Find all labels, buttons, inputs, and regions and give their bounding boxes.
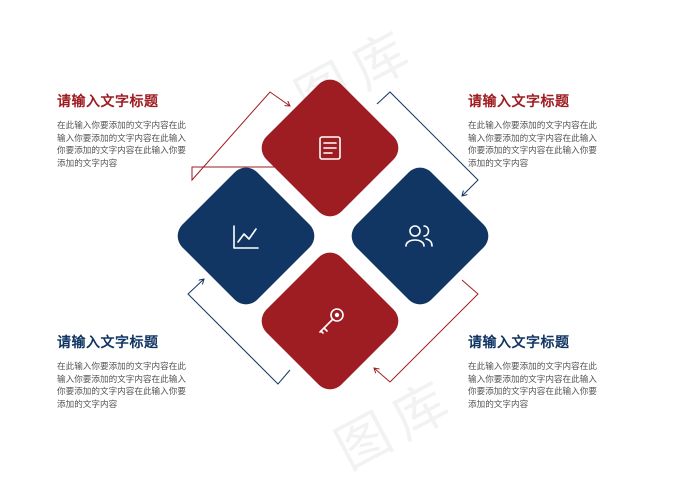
text-block-top-left: 请输入文字标题 在此输入你要添加的文字内容在此 输入你要添加的文字内容在此输入 … (57, 91, 219, 169)
block-title: 请输入文字标题 (57, 93, 159, 109)
block-body: 在此输入你要添加的文字内容在此 输入你要添加的文字内容在此输入 你要添加的文字内… (57, 361, 186, 409)
text-block-top-right: 请输入文字标题 在此输入你要添加的文字内容在此 输入你要添加的文字内容在此输入 … (468, 91, 630, 169)
block-title: 请输入文字标题 (57, 334, 159, 350)
key-icon (319, 308, 344, 334)
connector-bottom-left (187, 279, 291, 385)
diamond-diagram (177, 79, 489, 390)
block-body: 在此输入你要添加的文字内容在此 输入你要添加的文字内容在此输入 你要添加的文字内… (468, 361, 597, 409)
document-icon (319, 136, 341, 160)
connector-bottom-right (374, 279, 479, 383)
block-body: 在此输入你要添加的文字内容在此 输入你要添加的文字内容在此输入 你要添加的文字内… (57, 120, 186, 168)
line-chart-icon (233, 225, 259, 249)
block-body: 在此输入你要添加的文字内容在此 输入你要添加的文字内容在此输入 你要添加的文字内… (468, 120, 597, 168)
block-title: 请输入文字标题 (468, 334, 570, 350)
connector-top-right (376, 91, 479, 196)
diagram-stage: 图库 图库 (57, 18, 630, 481)
diamond-right (351, 167, 489, 305)
users-icon (405, 225, 433, 247)
connector-top-left (191, 91, 290, 182)
text-block-bottom-right: 请输入文字标题 在此输入你要添加的文字内容在此 输入你要添加的文字内容在此输入 … (468, 332, 630, 410)
text-block-bottom-left: 请输入文字标题 在此输入你要添加的文字内容在此 输入你要添加的文字内容在此输入 … (57, 332, 219, 410)
block-title: 请输入文字标题 (468, 93, 570, 109)
